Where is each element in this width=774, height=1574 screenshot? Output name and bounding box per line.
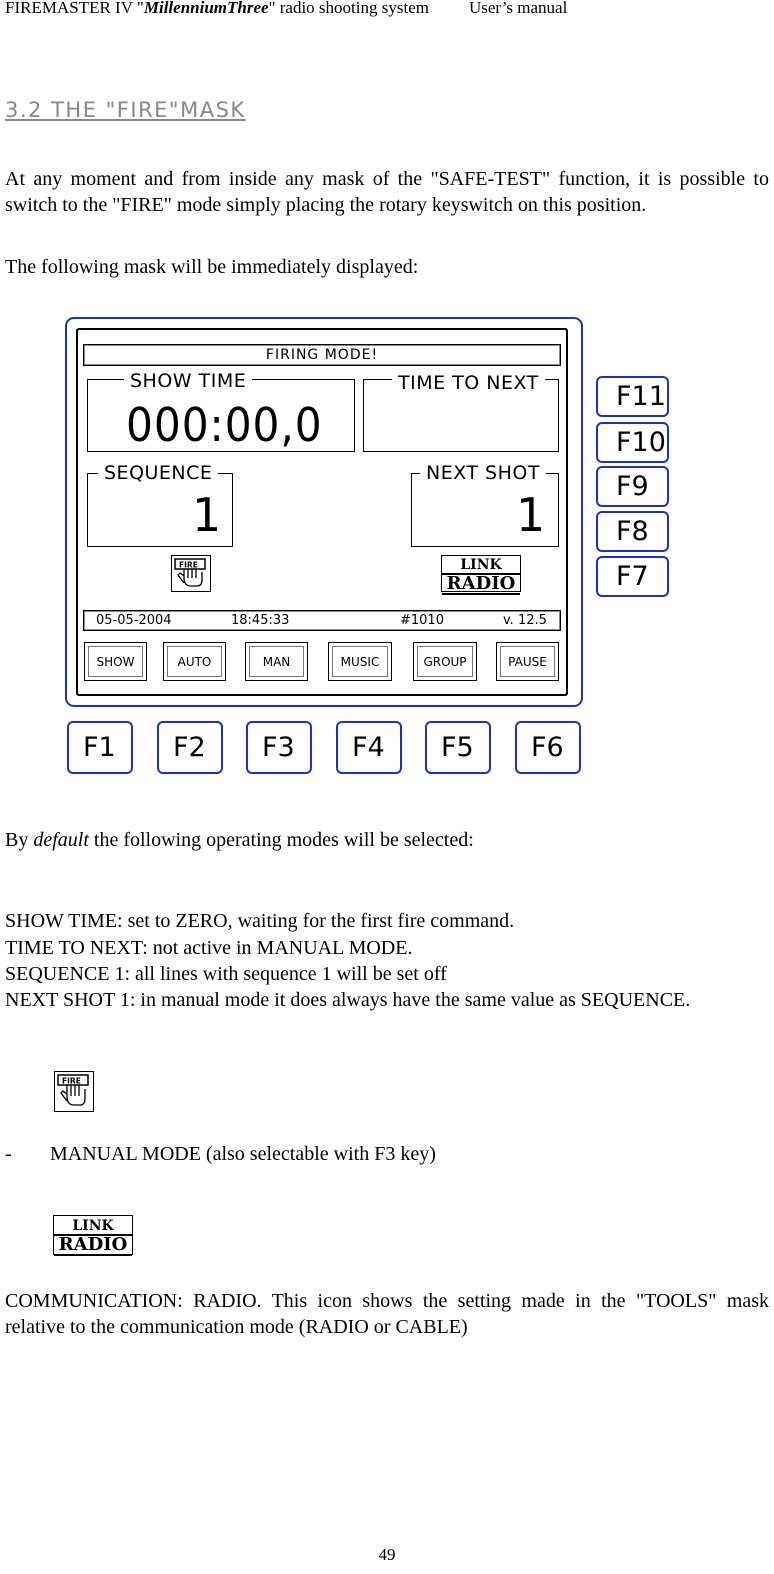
sequence-value: 1 [192, 488, 222, 542]
manual-mode-item: - MANUAL MODE (also selectable with F3 ke… [5, 1141, 769, 1167]
next-shot-value: 1 [516, 488, 546, 542]
page-number: 49 [378, 1545, 396, 1564]
status-id: #1010 [400, 613, 444, 628]
link-radio-legend-line1: LINK [72, 1218, 114, 1234]
show-time-value: 000:00,0 [126, 398, 323, 452]
link-radio-legend-line2: RADIO [54, 1234, 132, 1256]
default-word: default [33, 829, 89, 851]
soft-button-show[interactable]: SHOW [84, 642, 147, 681]
soft-button-show-label: SHOW [88, 646, 143, 677]
hand-fire-icon[interactable]: FIRE [171, 555, 211, 592]
f3-key[interactable]: F3 [246, 721, 312, 774]
default-sequence: SEQUENCE 1: all lines with sequence 1 wi… [5, 963, 447, 985]
soft-button-pause-label: PAUSE [500, 646, 555, 677]
soft-button-man-label: MAN [249, 646, 304, 677]
fire-icon-legend-text: FIRE [62, 1077, 81, 1086]
header-suffix: " radio shooting system [268, 0, 429, 17]
link-radio-icon[interactable]: LINK RADIO [441, 555, 521, 595]
link-radio-icon-legend: LINK RADIO [53, 1215, 133, 1256]
soft-button-music[interactable]: MUSIC [328, 642, 392, 681]
default-next-shot: NEXT SHOT 1: in manual mode it does alwa… [5, 989, 691, 1011]
device-screen [76, 328, 568, 696]
communication-paragraph: COMMUNICATION: RADIO. This icon shows th… [5, 1290, 769, 1338]
section-title: 3.2 THE "FIRE"MASK [5, 98, 246, 122]
page-header: FIREMASTER IV "MillenniumThree" radio sh… [5, 0, 567, 18]
default-time-to-next: TIME TO NEXT: not active in MANUAL MODE. [5, 937, 413, 959]
title-bar: FIRING MODE! [83, 344, 561, 366]
next-shot-label: NEXT SHOT [420, 463, 546, 483]
intro-line: The following mask will be immediately d… [5, 256, 419, 278]
f10-key[interactable]: F10 [596, 422, 669, 463]
header-prefix: FIREMASTER IV " [5, 0, 144, 17]
status-version: v. 12.5 [503, 613, 547, 628]
status-bar: 05-05-2004 18:45:33 #1010 v. 12.5 [83, 610, 561, 631]
f1-key[interactable]: F1 [67, 721, 133, 774]
status-time: 18:45:33 [231, 613, 290, 628]
default-sentence: By default the following operating modes… [5, 827, 769, 853]
manual-mode-text: MANUAL MODE (also selectable with F3 key… [50, 1143, 436, 1165]
title-bar-text: FIRING MODE! [265, 347, 379, 363]
soft-button-pause[interactable]: PAUSE [496, 642, 559, 681]
soft-button-group[interactable]: GROUP [413, 642, 477, 681]
f7-key[interactable]: F7 [596, 556, 669, 597]
show-time-label: SHOW TIME [124, 371, 253, 391]
status-date: 05-05-2004 [96, 613, 172, 628]
soft-button-auto-label: AUTO [167, 646, 222, 677]
soft-button-auto[interactable]: AUTO [163, 642, 226, 681]
soft-button-group-label: GROUP [417, 646, 473, 677]
default-show-time: SHOW TIME: set to ZERO, waiting for the … [5, 910, 515, 932]
f8-key[interactable]: F8 [596, 511, 669, 552]
hand-fire-icon-legend: FIRE [54, 1071, 94, 1112]
f4-key[interactable]: F4 [336, 721, 402, 774]
manual-mode-dash: - [5, 1143, 12, 1165]
f6-key[interactable]: F6 [515, 721, 581, 774]
soft-button-music-label: MUSIC [332, 646, 388, 677]
link-radio-line1: LINK [460, 557, 502, 573]
time-to-next-label: TIME TO NEXT [392, 373, 545, 393]
header-manual: User’s manual [468, 0, 568, 17]
link-radio-line2: RADIO [442, 573, 520, 595]
soft-button-man[interactable]: MAN [245, 642, 308, 681]
f5-key[interactable]: F5 [425, 721, 491, 774]
f11-key[interactable]: F11 [596, 376, 669, 417]
default-rest: the following operating modes will be se… [88, 829, 474, 851]
header-brand: MillenniumThree [143, 0, 269, 17]
fire-icon-text: FIRE [179, 561, 198, 570]
default-by: By [5, 829, 34, 851]
sequence-label: SEQUENCE [98, 463, 219, 483]
f9-key[interactable]: F9 [596, 466, 669, 507]
intro-paragraph: At any moment and from inside any mask o… [5, 168, 769, 216]
f2-key[interactable]: F2 [157, 721, 223, 774]
